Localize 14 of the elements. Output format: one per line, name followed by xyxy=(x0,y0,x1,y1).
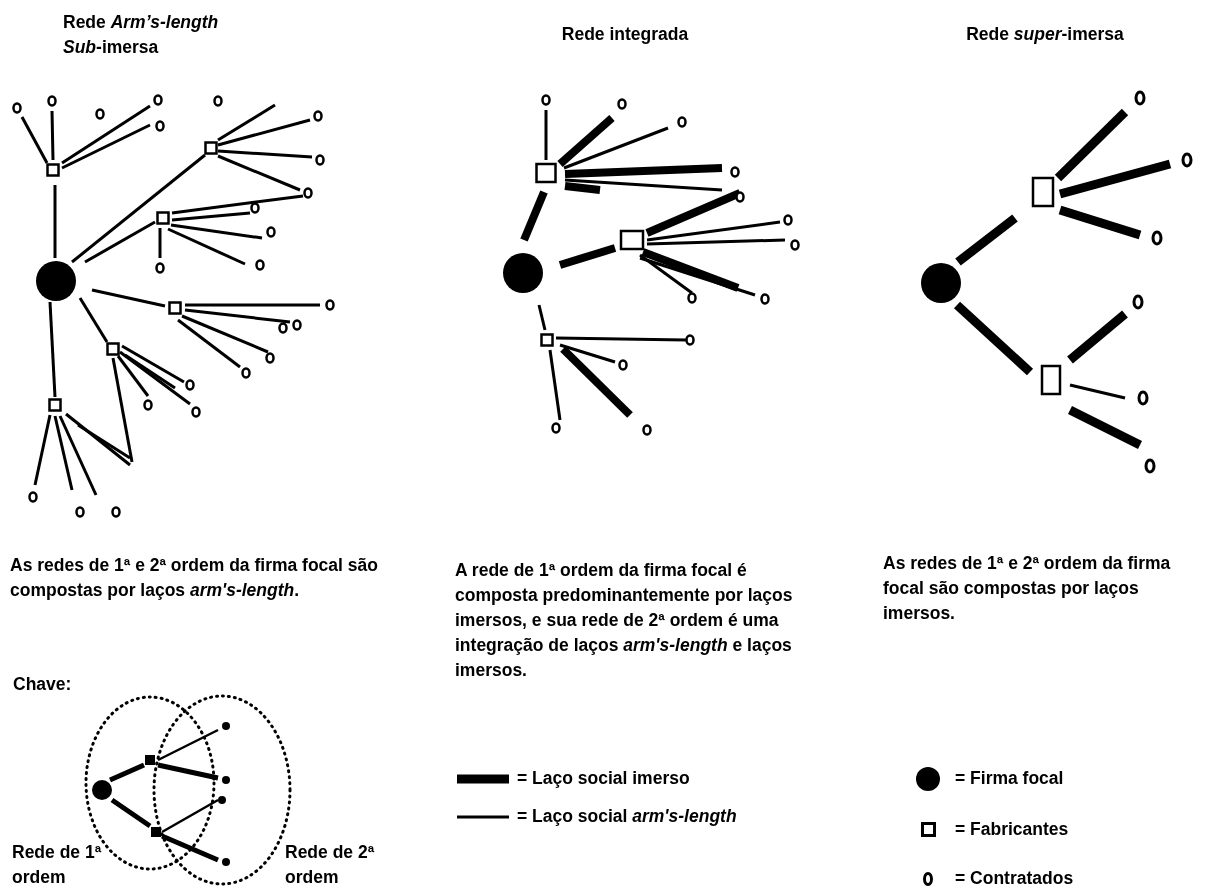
key-label: Rede de 2ª ordem xyxy=(285,841,376,887)
key-heading: Chave: xyxy=(13,673,73,696)
network-heading: Rede Arm’s-length Sub-imersa xyxy=(63,11,220,59)
legend-text: = Fabricantes xyxy=(955,818,1069,841)
network-heading: Rede integrada xyxy=(560,23,690,46)
network-heading: Rede super-imersa xyxy=(965,23,1125,46)
legend-text: = Laço social imerso xyxy=(517,767,690,790)
network-description: As redes de 1ª e 2ª ordem da firma focal são compostas por laços imersos. xyxy=(883,552,1172,625)
legend-text: = Firma focal xyxy=(955,767,1064,790)
network-description: As redes de 1ª e 2ª ordem da firma focal são compostas por laços arm's-length. xyxy=(10,554,379,602)
legend-text: = Laço social arm's-length xyxy=(517,805,737,828)
legend-text: = Contratados xyxy=(955,867,1074,887)
key-label: Rede de 1ª ordem xyxy=(12,841,103,887)
network-description: A rede de 1ª ordem da firma focal é composta predominantemente por laços imersos, e sua rede de 2ª ordem é uma integração de laços arm's-length e laços imersos. xyxy=(455,559,794,682)
